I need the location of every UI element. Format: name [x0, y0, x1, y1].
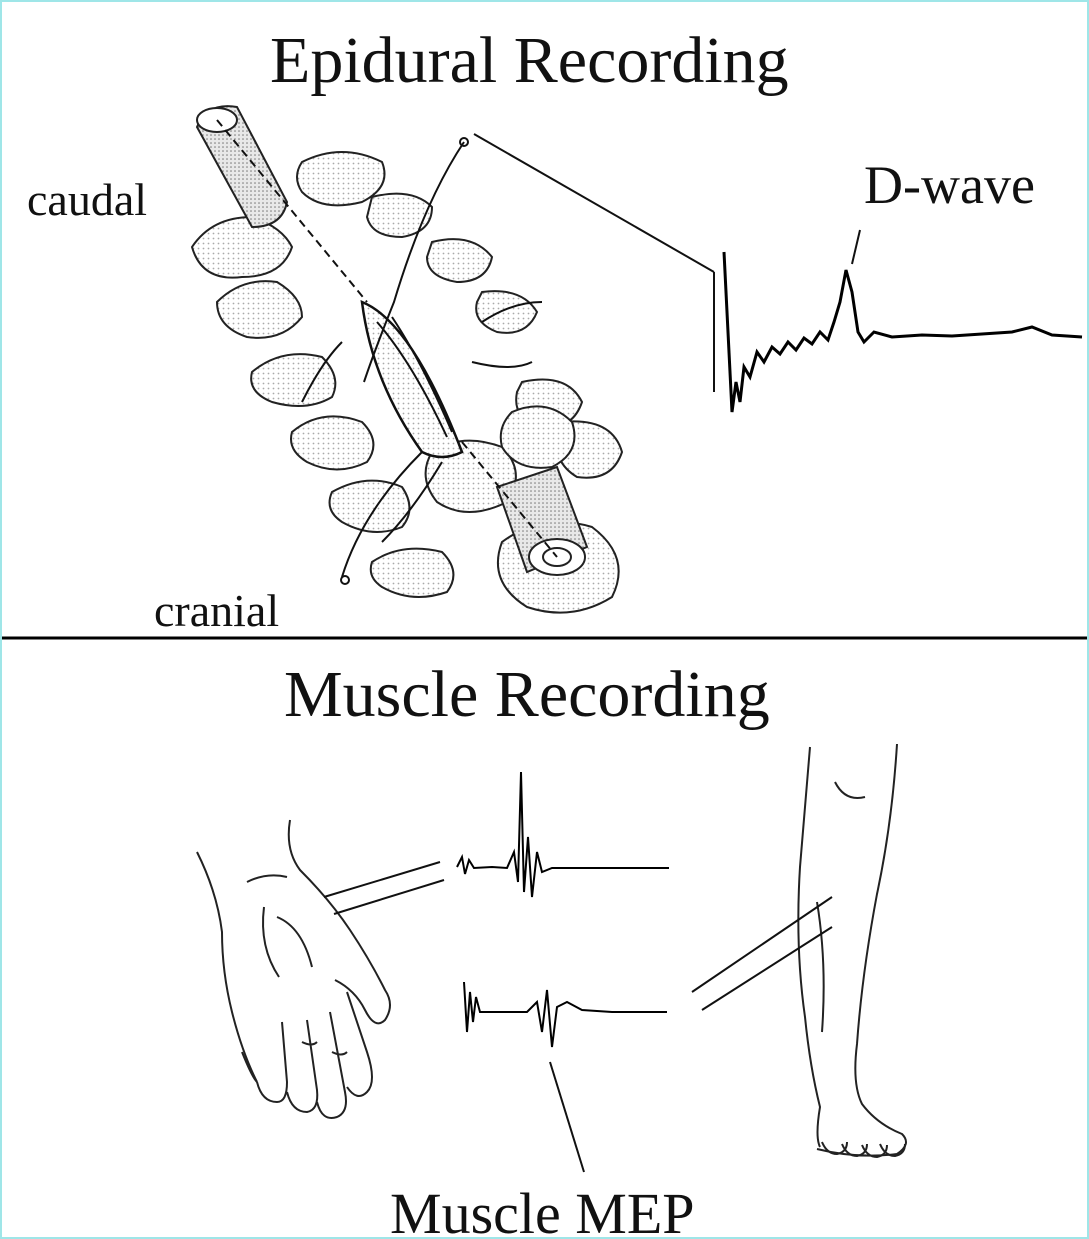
caudal-label: caudal: [27, 177, 147, 223]
leg-pointer-lines: [692, 897, 832, 1010]
d-wave-label: D-wave: [864, 158, 1035, 212]
leg-illustration: [798, 744, 906, 1157]
hand-illustration: [197, 820, 390, 1118]
hand-mep-trace: [457, 772, 669, 897]
leg-mep-trace: [464, 982, 667, 1047]
hand-pointer-lines: [324, 862, 444, 914]
epidural-pointer-lines: [474, 134, 860, 392]
d-wave-trace: [724, 252, 1082, 412]
muscle-recording-title: Muscle Recording: [284, 662, 770, 728]
cranial-label: cranial: [154, 588, 279, 634]
muscle-mep-label: Muscle MEP: [390, 1185, 695, 1239]
mep-pointer-line: [550, 1062, 584, 1172]
epidural-recording-title: Epidural Recording: [270, 28, 789, 94]
